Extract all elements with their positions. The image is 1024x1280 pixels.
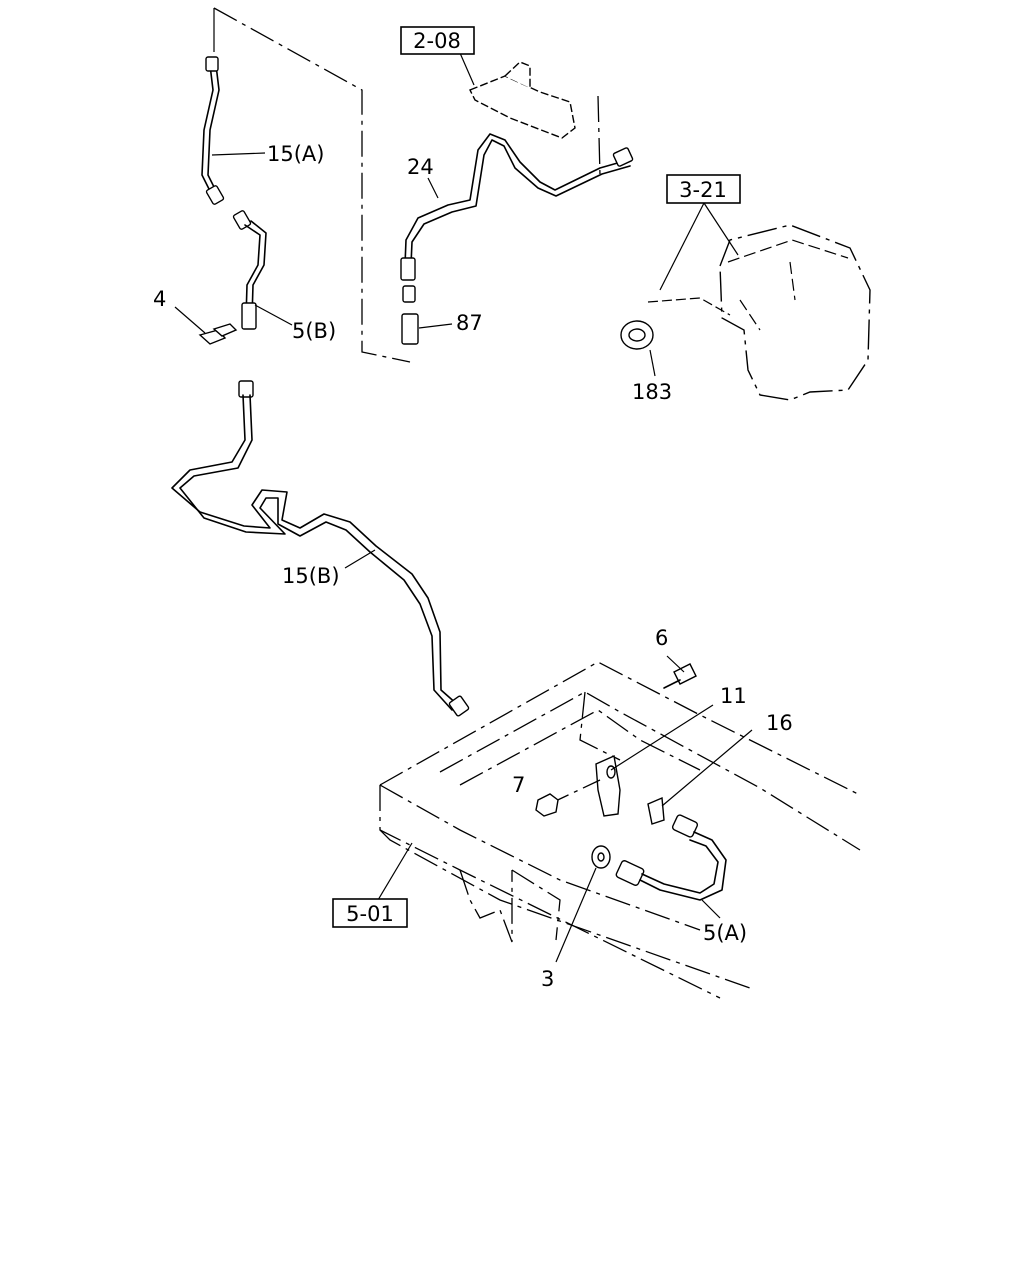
washer-3: [555, 845, 611, 963]
label-5a: 5(A): [703, 921, 747, 945]
label-183: 183: [632, 380, 672, 404]
clamp-183: [620, 297, 731, 377]
label-11: 11: [720, 684, 747, 708]
label-7: 7: [512, 773, 525, 797]
label-6: 6: [655, 626, 668, 650]
label-15b: 15(B): [282, 564, 340, 588]
bolt-6: [663, 655, 697, 689]
ref-box-3-21[interactable]: 3-21: [666, 174, 741, 204]
reservoir-3-21: [659, 202, 871, 401]
label-87: 87: [456, 311, 483, 335]
label-3: 3: [541, 967, 554, 991]
pipe-15b: [171, 380, 470, 717]
frame-5-01: [377, 661, 861, 999]
ref-label-5-01: 5-01: [346, 902, 394, 926]
hose-5b: [232, 210, 293, 330]
label-4: 4: [153, 287, 166, 311]
ref-label-2-08: 2-08: [413, 29, 461, 53]
ref-box-2-08[interactable]: 2-08: [400, 26, 475, 55]
clip-16: [647, 729, 753, 825]
master-cylinder-2-08: [459, 52, 601, 177]
nut-7: [535, 793, 559, 817]
label-24: 24: [407, 155, 434, 179]
hose-15a: [201, 7, 411, 363]
label-5b: 5(B): [292, 319, 336, 343]
label-16: 16: [766, 711, 793, 735]
sleeve-87: [401, 313, 453, 345]
hose-5a: [615, 814, 727, 919]
clip-4: [174, 306, 238, 345]
pipe-24: [400, 133, 634, 303]
bracket-11: [544, 704, 714, 817]
ref-label-3-21: 3-21: [679, 178, 727, 202]
label-15a: 15(A): [267, 142, 324, 166]
ref-box-5-01[interactable]: 5-01: [332, 898, 408, 928]
